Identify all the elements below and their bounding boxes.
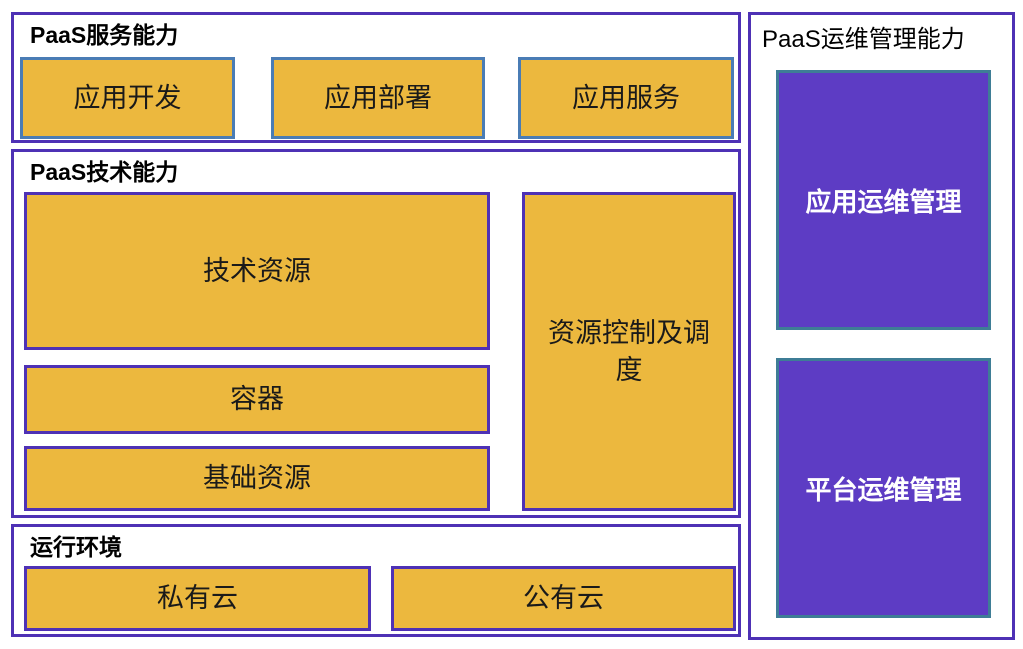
box-app-deployment: 应用部署: [271, 57, 485, 139]
box-basic-resources: 基础资源: [24, 446, 490, 511]
section-title-paas-tech: PaaS技术能力: [30, 159, 179, 185]
box-app-service: 应用服务: [518, 57, 734, 139]
section-title-ops-management: PaaS运维管理能力: [762, 26, 965, 53]
box-container: 容器: [24, 365, 490, 434]
section-runtime-environment: 运行环境 私有云 公有云: [11, 524, 741, 637]
box-public-cloud: 公有云: [391, 566, 736, 631]
section-title-paas-service: PaaS服务能力: [30, 22, 179, 48]
section-paas-service-capability: PaaS服务能力 应用开发 应用部署 应用服务: [11, 12, 741, 143]
section-paas-ops-management: PaaS运维管理能力 应用运维管理 平台运维管理: [748, 12, 1015, 640]
section-title-runtime: 运行环境: [30, 534, 122, 560]
box-app-development: 应用开发: [20, 57, 235, 139]
box-private-cloud: 私有云: [24, 566, 371, 631]
box-app-ops-management: 应用运维管理: [776, 70, 991, 330]
section-paas-technical-capability: PaaS技术能力 技术资源 容器 基础资源 资源控制及调度: [11, 149, 741, 518]
box-resource-control-scheduling: 资源控制及调度: [522, 192, 736, 511]
box-technical-resources: 技术资源: [24, 192, 490, 350]
box-platform-ops-management: 平台运维管理: [776, 358, 991, 618]
